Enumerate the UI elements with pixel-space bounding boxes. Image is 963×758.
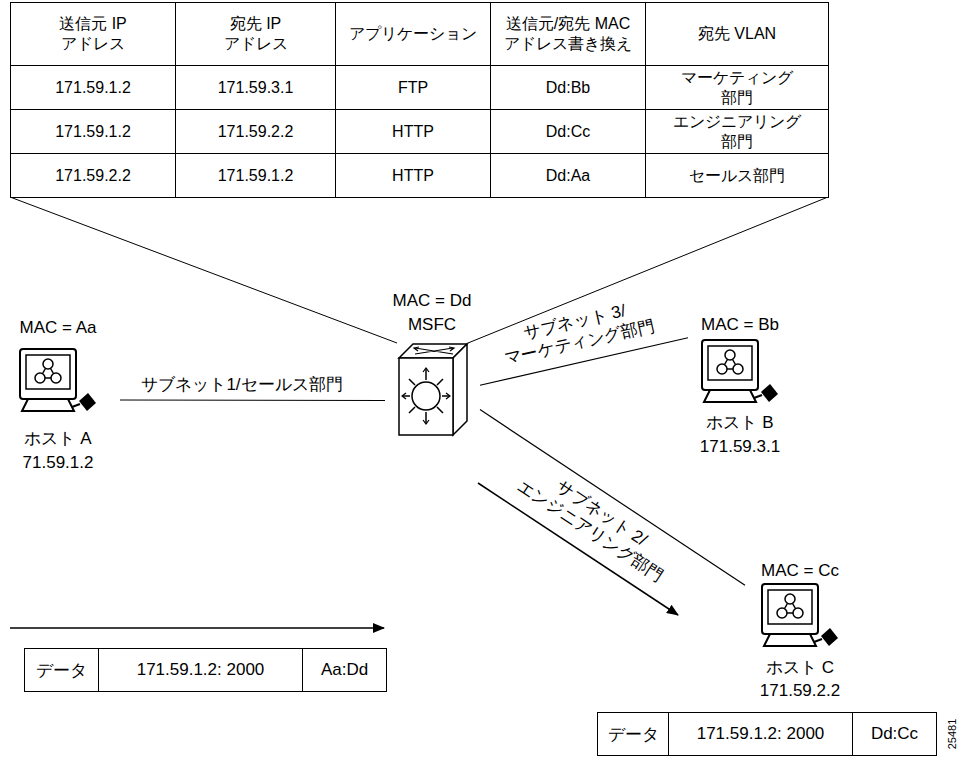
figure-number: 25481	[946, 719, 958, 750]
switch-icon	[399, 344, 467, 435]
computer-icon	[762, 584, 838, 646]
packet-field: Aa:Dd	[302, 648, 387, 692]
cell-text: HTTP	[392, 122, 434, 142]
host-node: MAC = Bb ホスト B171.59.3.1	[688, 312, 798, 455]
cell-text: 171.59.1.2	[55, 78, 131, 98]
subnet-link	[480, 410, 745, 586]
table-header-cell: 送信元 IP アドレス	[10, 2, 176, 66]
packet-field: データ	[24, 648, 99, 692]
packet-field: 171.59.1.2: 2000	[668, 712, 853, 756]
table-cell: Dd:Bb	[490, 65, 646, 110]
table-cell: 171.59.3.1	[175, 65, 336, 110]
subnet-link	[120, 399, 385, 401]
node-text: MAC = Dd	[393, 290, 472, 312]
table-header-cell: アプリケーション	[335, 2, 491, 66]
cell-text: 171.59.1.2	[218, 166, 294, 186]
table-cell: Dd:Cc	[490, 109, 646, 154]
node-text: MSFC	[408, 314, 456, 336]
flow-arrow	[10, 627, 384, 629]
cell-text: Dd:Bb	[546, 78, 590, 98]
table-cell: マーケティング 部門	[645, 65, 829, 110]
cell-text: FTP	[398, 78, 428, 98]
packet-field: 171.59.1.2: 2000	[98, 648, 303, 692]
computer-icon	[20, 349, 96, 411]
table-cell: 171.59.2.2	[175, 109, 336, 154]
callout-line	[10, 197, 397, 343]
table-cell: セールス部門	[645, 153, 829, 198]
cell-text: 送信元 IP アドレス	[45, 14, 141, 54]
cell-text: 宛先 VLAN	[698, 24, 776, 44]
cell-text: エンジニアリング 部門	[669, 112, 805, 152]
cell-text: セールス部門	[689, 166, 785, 186]
table-cell: HTTP	[335, 153, 491, 198]
table-cell: 171.59.2.2	[10, 153, 176, 198]
edge-label: サブネット 2/ エンジニアリング部門	[513, 458, 678, 587]
node-text: 171.59.2.2	[760, 680, 840, 702]
table-cell: 171.59.1.2	[10, 109, 176, 154]
edge-label: サブネット1/セールス部門	[141, 374, 342, 395]
table-cell: エンジニアリング 部門	[645, 109, 829, 154]
packet: データ171.59.1.2: 2000Dd:Cc	[598, 712, 937, 756]
table-cell: FTP	[335, 65, 491, 110]
table-cell: HTTP	[335, 109, 491, 154]
table-cell: 171.59.1.2	[10, 65, 176, 110]
node-text: ホスト A	[24, 428, 91, 450]
node-text: MAC = Cc	[761, 560, 839, 582]
node-text: MAC = Bb	[701, 314, 779, 336]
cell-text: 宛先 IP アドレス	[208, 14, 304, 54]
node-text: ホスト C	[766, 657, 834, 679]
cell-text: アプリケーション	[349, 24, 477, 44]
node-text: 71.59.1.2	[23, 452, 94, 474]
cell-text: Dd:Cc	[546, 122, 590, 142]
table-header-cell: 宛先 IP アドレス	[175, 2, 336, 66]
host-node: MAC = Aa ホスト A71.59.1.2	[5, 315, 120, 480]
table-cell: Dd:Aa	[490, 153, 646, 198]
node-text: MAC = Aa	[19, 317, 96, 339]
cell-text: 送信元/宛先 MAC アドレス書き換え	[500, 14, 636, 54]
packet: データ171.59.1.2: 2000Aa:Dd	[25, 648, 387, 692]
cell-text: マーケティング 部門	[669, 68, 805, 108]
switch-node: MAC = DdMSFC	[385, 288, 480, 440]
table-header-cell: 宛先 VLAN	[645, 2, 829, 66]
cell-text: 171.59.2.2	[55, 166, 131, 186]
edge-label: サブネット 3/ マーケティング部門	[489, 293, 664, 371]
node-text: 171.59.3.1	[700, 436, 780, 458]
packet-field: Dd:Cc	[852, 712, 937, 756]
cell-text: HTTP	[392, 166, 434, 186]
cell-text: Dd:Aa	[546, 166, 590, 186]
table-header-cell: 送信元/宛先 MAC アドレス書き換え	[490, 2, 646, 66]
host-node: MAC = Cc ホスト C171.59.2.2	[745, 558, 855, 702]
table-cell: 171.59.1.2	[175, 153, 336, 198]
cell-text: 171.59.3.1	[218, 78, 294, 98]
cell-text: 171.59.1.2	[55, 122, 131, 142]
computer-icon	[702, 340, 778, 402]
node-text: ホスト B	[706, 412, 773, 434]
packet-field: データ	[597, 712, 669, 756]
cell-text: 171.59.2.2	[218, 122, 294, 142]
